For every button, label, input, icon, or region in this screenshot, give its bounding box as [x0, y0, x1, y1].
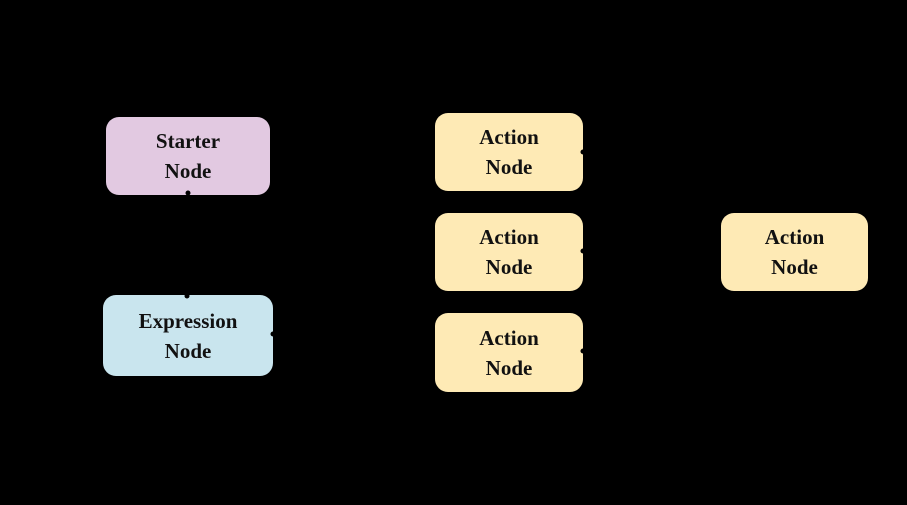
action-node-right-label-line-2: Node [771, 255, 818, 279]
expression-top-arrow-tip [184, 293, 190, 299]
action-1-right-arrow-tip [580, 149, 586, 155]
action-node-3-label-line-1: Action [479, 325, 539, 350]
action-node-2-label-line-1: Action [479, 225, 539, 249]
action-2-right-arrow-tip [580, 248, 586, 254]
action-node-1-label-line-1: Action [479, 125, 539, 149]
action-node-1-label-line-2: Node [485, 155, 533, 179]
starter-bottom-arrow-tip [185, 190, 191, 196]
expression-right-arrow-tip [270, 331, 276, 337]
starter-node-label-line-1: Starter [155, 129, 221, 153]
expression-node-label-line-1: Expression [138, 308, 238, 333]
expression-node-label-line-2: Node [164, 338, 212, 363]
starter-node-label-line-2: Node [164, 159, 212, 183]
action-node-right-label-line-1: Action [764, 225, 825, 249]
action-3-right-arrow-tip [580, 348, 586, 354]
action-node-3-label-line-2: Node [485, 355, 533, 380]
action-node-2-label-line-2: Node [485, 255, 533, 279]
